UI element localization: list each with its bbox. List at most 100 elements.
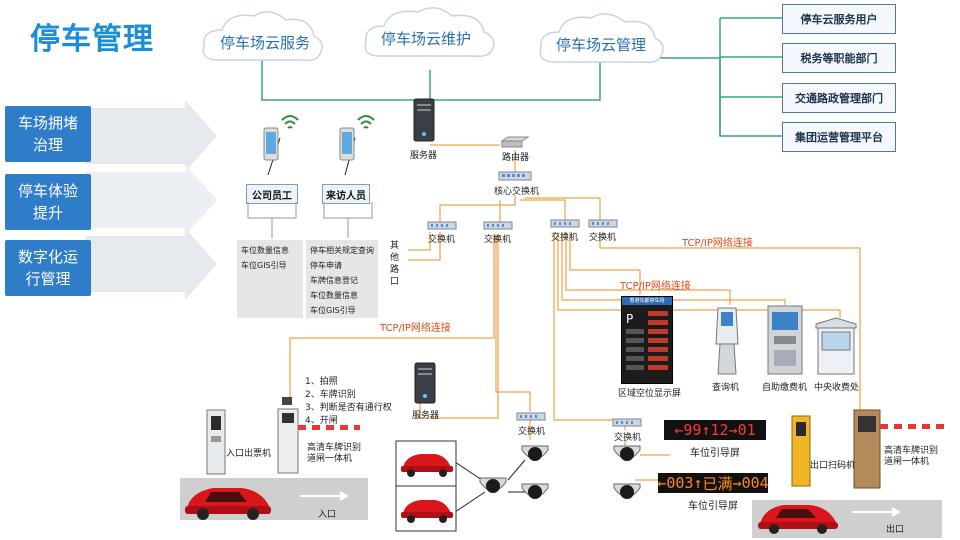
server-icon: [414, 362, 436, 404]
led-arrow-right-icon: →: [728, 421, 738, 439]
server-icon: [413, 98, 435, 142]
switch-icon: [588, 219, 618, 228]
smartphone-icon: [339, 115, 375, 161]
feature-item: 车位GIS引导: [310, 306, 356, 315]
entry-gate-label: 高清车牌识别道闸一体机: [307, 443, 362, 464]
benefit-digital: 数字化运行管理: [5, 240, 91, 296]
page-title: 停车管理: [30, 22, 154, 57]
tcp-label: TCP/IP网络连接: [380, 323, 451, 334]
exit-road-label: 出口: [886, 525, 905, 535]
user-box-cloud-service: 停车云服务用户: [782, 4, 896, 34]
feature-item: 停车相关规定查询: [310, 246, 374, 255]
feature-item: 车位GIS引导: [241, 261, 287, 270]
area-screen-label: 区域空位显示屏: [618, 389, 682, 399]
svg-text:P: P: [626, 312, 633, 326]
led-count: 004: [741, 474, 769, 492]
cloud-icon: [364, 7, 495, 58]
dome-camera-icon: [521, 483, 549, 499]
switch-label: 交换机: [428, 235, 456, 245]
switch-icon: [498, 171, 532, 181]
switch-icon: [483, 221, 513, 230]
benefit-congestion: 车场拥堵治理: [5, 106, 91, 162]
led-arrow-up-icon: ↑: [693, 474, 703, 492]
staff-feature-list: 车位数量信息 车位GIS引导: [237, 240, 303, 318]
smartphone-icon: [263, 115, 299, 161]
tcp-label: TCP/IP网络连接: [682, 238, 753, 249]
area-vacancy-screen: 香港东都停车场 P: [621, 296, 673, 384]
feature-item: 车位数量信息: [241, 246, 289, 255]
router-label: 路由器: [502, 153, 530, 163]
guide-led-top: ←99 ↑12 →01: [664, 420, 766, 440]
tcp-label: TCP/IP网络连接: [620, 281, 691, 292]
cloud-icon: [202, 11, 323, 62]
toll-booth-icon: [815, 317, 857, 375]
switch-icon: [612, 418, 642, 427]
guide-screen-label: 车位引导屏: [690, 448, 740, 459]
router-icon: [500, 136, 530, 148]
led-count: 12: [710, 421, 729, 439]
switch-label: 交换机: [551, 233, 579, 243]
exit-scanner-icon: [791, 415, 811, 487]
role-branches: [247, 202, 373, 238]
switch-label: 交换机: [518, 427, 546, 437]
screen-header: 香港东都停车场: [622, 297, 672, 305]
cloud-label-management: 停车场云管理: [556, 36, 647, 54]
cloud-label-service: 停车场云服务: [220, 34, 311, 52]
booth-label: 中央收费处: [814, 383, 860, 393]
car-icon: [401, 500, 453, 523]
cloud-label-maintenance: 停车场云维护: [381, 30, 472, 48]
dome-camera-icon: [613, 445, 641, 461]
other-ports-label: 其他 路口: [390, 241, 400, 287]
led-count: 01: [737, 421, 756, 439]
exit-scanner-label: 出口扫码机: [810, 461, 856, 471]
car-icon: [185, 488, 271, 520]
guide-screen-label: 车位引导屏: [688, 501, 738, 512]
kiosk-label: 查询机: [712, 383, 740, 393]
entry-road-label: 入口: [318, 510, 337, 520]
entry-ticket-label: 入口出票机: [226, 449, 272, 459]
led-count: 已满: [702, 474, 733, 493]
core-switch-label: 核心交换机: [494, 187, 540, 197]
arrow-right-icon: [300, 491, 349, 501]
exit-gate-label: 高清车牌识别道闸一体机: [884, 446, 939, 467]
server-mid-label: 服务器: [412, 411, 440, 421]
car-icon: [758, 505, 838, 534]
led-arrow-left-icon: ←: [657, 474, 667, 492]
server-top-label: 服务器: [410, 151, 438, 161]
benefit-experience: 停车体验提升: [5, 174, 91, 230]
payment-machine-icon: [767, 305, 803, 375]
barrier-gate-icon: [853, 409, 944, 489]
dome-camera-icon: [613, 483, 641, 499]
screen-rows: P: [626, 311, 668, 370]
feature-item: 车位数量信息: [310, 291, 358, 300]
query-kiosk-icon: [715, 307, 739, 375]
user-box-traffic: 交通路政管理部门: [782, 83, 896, 113]
visitor-feature-list: 停车相关规定查询 停车申请 车牌信息登记 车位数量信息 车位GIS引导: [306, 240, 378, 318]
benefit-arrows: [85, 100, 217, 300]
switch-label: 交换机: [589, 233, 617, 243]
payment-label: 自助缴费机: [762, 383, 808, 393]
switch-icon: [516, 412, 546, 421]
car-icon: [401, 454, 453, 477]
dome-camera-icon: [479, 477, 507, 493]
led-count: 99: [683, 421, 702, 439]
ticket-machine-icon: [206, 409, 226, 475]
guide-led-bottom: ←003 ↑已满 →004: [657, 473, 769, 493]
barrier-gate-icon: [277, 397, 360, 474]
led-arrow-right-icon: →: [732, 474, 742, 492]
switch-label: 交换机: [614, 433, 642, 443]
arrow-right-icon: [852, 507, 901, 517]
dome-camera-icon: [521, 445, 549, 461]
led-arrow-left-icon: ←: [674, 421, 684, 439]
feature-item: 车牌信息登记: [310, 276, 358, 285]
switch-icon: [427, 221, 457, 230]
role-visitor: 来访人员: [322, 184, 370, 204]
parking-bay: [395, 440, 457, 532]
switch-icon: [550, 219, 580, 228]
user-box-group-platform: 集团运营管理平台: [782, 122, 896, 152]
user-box-tax: 税务等职能部门: [782, 43, 896, 73]
led-arrow-up-icon: ↑: [701, 421, 711, 439]
feature-item: 停车申请: [310, 261, 342, 270]
